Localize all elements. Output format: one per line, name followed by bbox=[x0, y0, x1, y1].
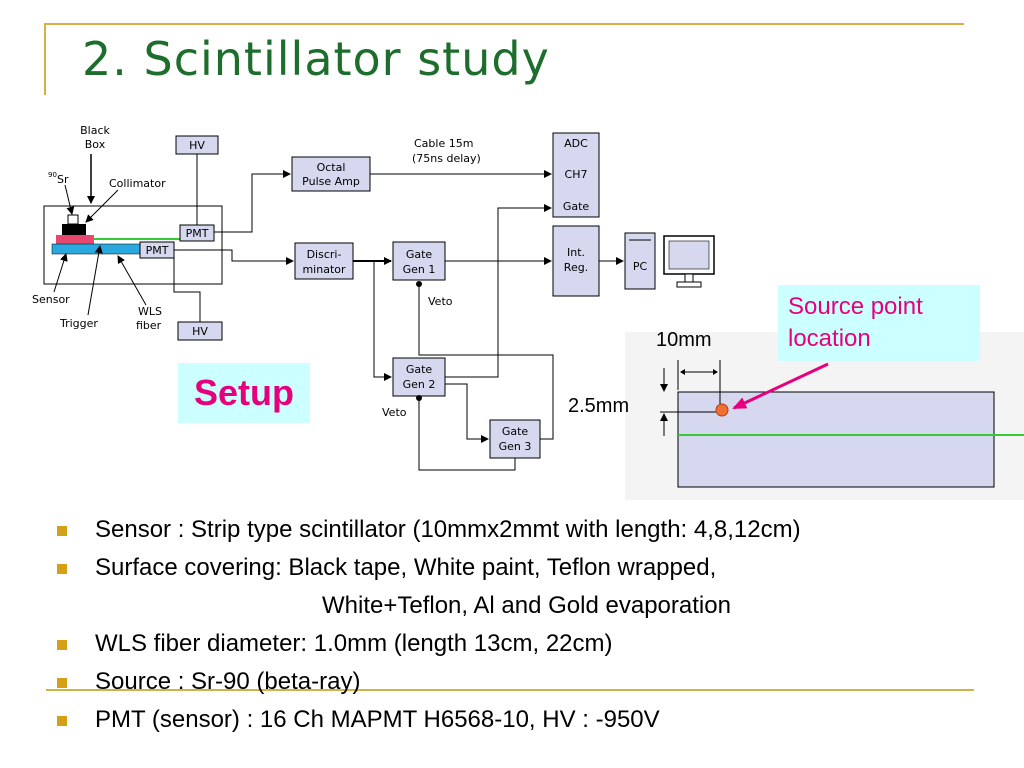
gate-gen1-line2: Gen 1 bbox=[403, 263, 436, 276]
bullet-list: Sensor : Strip type scintillator (10mmx2… bbox=[55, 514, 995, 742]
cable-label-line1: Cable 15m bbox=[414, 137, 473, 150]
sensor-arrow bbox=[53, 253, 68, 293]
dim-2-5mm-label: 2.5mm bbox=[568, 395, 630, 417]
adc-box bbox=[552, 132, 600, 218]
slide-title: 2. Scintillator study bbox=[82, 32, 550, 86]
monitor-base bbox=[676, 281, 702, 288]
source-point-dot bbox=[715, 403, 729, 417]
list-item: Source : Sr-90 (beta-ray) bbox=[55, 666, 995, 704]
disc-to-gg2-line bbox=[373, 261, 392, 381]
collimator-arrow bbox=[85, 189, 119, 223]
gate-label: Gate bbox=[563, 200, 590, 213]
discriminator-line2: minator bbox=[302, 263, 346, 276]
collimator-label: Collimator bbox=[109, 177, 166, 190]
bullet-square-icon bbox=[57, 716, 67, 726]
pc-tower bbox=[624, 232, 656, 290]
black-box-label-line2: Box bbox=[85, 138, 106, 151]
gate-gen3-line1: Gate bbox=[502, 425, 529, 438]
octal-amp-box bbox=[291, 156, 371, 192]
trigger-block bbox=[56, 235, 94, 244]
adc-label: ADC bbox=[564, 137, 588, 150]
trigger-label: Trigger bbox=[59, 317, 98, 330]
collimator-block bbox=[62, 224, 86, 235]
cable-label-line2: (75ns delay) bbox=[412, 152, 481, 165]
discriminator-box bbox=[294, 242, 354, 280]
hv-top-label: HV bbox=[189, 139, 205, 152]
sr90-label: Sr bbox=[57, 173, 69, 186]
setup-label: Setup bbox=[178, 363, 310, 423]
ch7-label: CH7 bbox=[565, 168, 588, 181]
hv-bottom-cable bbox=[173, 250, 201, 322]
frame-top-line bbox=[44, 23, 964, 25]
gate-gen2-line1: Gate bbox=[406, 363, 433, 376]
sensor-label: Sensor bbox=[32, 293, 70, 306]
int-reg-line1: Int. bbox=[567, 246, 585, 259]
sr90-superscript: 90 bbox=[48, 171, 57, 179]
source-point-label: Source point location bbox=[778, 285, 980, 361]
list-item: Surface covering: Black tape, White pain… bbox=[55, 552, 995, 590]
gate-gen2-box bbox=[392, 357, 446, 397]
frame-bottom-line bbox=[46, 689, 974, 691]
discriminator-line1: Discri- bbox=[307, 248, 342, 261]
list-item: Sensor : Strip type scintillator (10mmx2… bbox=[55, 514, 995, 552]
wls-arrow bbox=[117, 255, 147, 306]
gate-gen3-line2: Gen 3 bbox=[499, 440, 532, 453]
wls-label-line2: fiber bbox=[136, 319, 162, 332]
gg2-to-adc-gate-line bbox=[445, 204, 552, 378]
veto2-label: Veto bbox=[382, 406, 407, 419]
gate-gen1-line1: Gate bbox=[406, 248, 433, 261]
octal-amp-line1: Octal bbox=[317, 161, 346, 174]
frame-left-line bbox=[44, 23, 46, 95]
bullet-square-icon bbox=[57, 640, 67, 650]
black-box bbox=[43, 205, 223, 285]
gate-gen2-line2: Gen 2 bbox=[403, 378, 436, 391]
sensor-strip bbox=[51, 243, 141, 255]
veto1-dot bbox=[416, 281, 422, 287]
bullet-square-icon bbox=[57, 526, 67, 536]
wls-label-line1: WLS bbox=[138, 305, 162, 318]
trigger-arrow bbox=[87, 245, 103, 316]
source-pointer-arrow bbox=[732, 362, 829, 410]
dim-10mm-label: 10mm bbox=[656, 329, 712, 351]
pmt-to-amp-line bbox=[214, 170, 291, 233]
pmt-to-disc-line bbox=[174, 249, 294, 265]
sr90-arrow bbox=[64, 184, 75, 215]
octal-amp-line2: Pulse Amp bbox=[302, 175, 360, 188]
int-reg-line2: Reg. bbox=[564, 261, 588, 274]
gg3-veto-gg2-line bbox=[418, 398, 516, 471]
pmt-top-label: PMT bbox=[186, 227, 209, 240]
monitor-neck bbox=[684, 273, 694, 283]
pc-label: PC bbox=[633, 260, 648, 273]
scintillator-strip bbox=[677, 391, 995, 488]
bullet-square-icon bbox=[57, 564, 67, 574]
pmt-bottom-label: PMT bbox=[146, 244, 169, 257]
hv-bottom-label: HV bbox=[192, 325, 208, 338]
black-box-label-line1: Black bbox=[80, 124, 110, 137]
monitor-screen bbox=[668, 240, 710, 270]
sr90-source bbox=[67, 214, 79, 225]
gg3-veto-gg1-line bbox=[418, 284, 554, 440]
gg2-to-gg3-line bbox=[445, 383, 489, 443]
list-item-continuation: White+Teflon, Al and Gold evaporation bbox=[322, 592, 731, 619]
bullet-square-icon bbox=[57, 678, 67, 688]
veto2-dot bbox=[416, 395, 422, 401]
list-item: PMT (sensor) : 16 Ch MAPMT H6568-10, HV … bbox=[55, 704, 995, 742]
veto1-label: Veto bbox=[428, 295, 453, 308]
list-item: WLS fiber diameter: 1.0mm (length 13cm, … bbox=[55, 628, 995, 666]
